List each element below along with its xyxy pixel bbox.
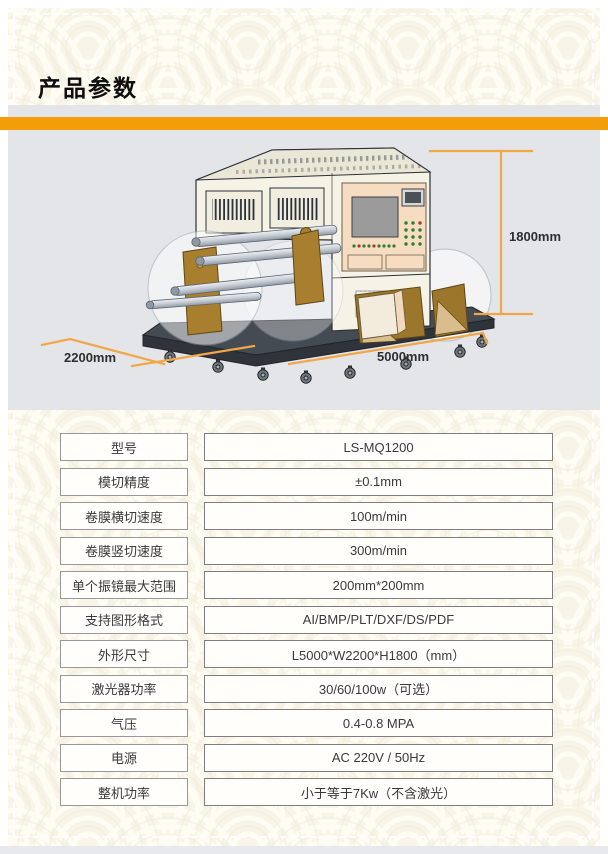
spec-row: 气压 0.4-0.8 MPA bbox=[60, 709, 553, 737]
spec-value: 100m/min bbox=[204, 502, 553, 530]
spec-label: 卷膜竖切速度 bbox=[60, 536, 188, 565]
spec-value: 0.4-0.8 MPA bbox=[204, 709, 553, 737]
spec-value: 小于等于7Kw（不含激光） bbox=[204, 778, 553, 806]
dimension-label-height: 1800mm bbox=[509, 229, 562, 244]
page-title: 产品参数 bbox=[38, 75, 138, 102]
spec-label: 模切精度 bbox=[60, 467, 188, 496]
spec-label: 单个振镜最大范围 bbox=[60, 571, 188, 599]
machine-illustration bbox=[40, 147, 534, 384]
spec-label: 支持图形格式 bbox=[60, 605, 188, 634]
spec-value: L5000*W2200*H1800（mm） bbox=[204, 640, 553, 668]
spec-row: 激光器功率 30/60/100w（可选） bbox=[60, 674, 553, 703]
spec-value: AI/BMP/PLT/DXF/DS/PDF bbox=[204, 605, 553, 634]
spec-row: 支持图形格式 AI/BMP/PLT/DXF/DS/PDF bbox=[60, 605, 553, 634]
dimension-label-length: 5000mm bbox=[377, 349, 430, 364]
spec-label: 电源 bbox=[60, 743, 188, 772]
spec-label: 卷膜横切速度 bbox=[60, 502, 188, 530]
machine-diagram-panel bbox=[8, 105, 600, 410]
spec-row: 模切精度 ±0.1mm bbox=[60, 467, 553, 496]
spec-row: 电源 AC 220V / 50Hz bbox=[60, 743, 553, 772]
spec-value: AC 220V / 50Hz bbox=[204, 743, 553, 772]
spec-row: 整机功率 小于等于7Kw（不含激光） bbox=[60, 778, 553, 806]
spec-value: 300m/min bbox=[204, 536, 553, 565]
spec-value: 30/60/100w（可选） bbox=[204, 674, 553, 703]
spec-label: 整机功率 bbox=[60, 778, 188, 806]
support-arms bbox=[291, 227, 469, 344]
control-panel bbox=[341, 182, 427, 272]
accent-bar bbox=[0, 117, 608, 130]
spec-label: 外形尺寸 bbox=[60, 640, 188, 668]
spec-label: 气压 bbox=[60, 709, 188, 737]
spec-label: 激光器功率 bbox=[60, 674, 188, 703]
spec-value: LS-MQ1200 bbox=[204, 433, 553, 461]
spec-row: 型号 LS-MQ1200 bbox=[60, 433, 553, 461]
spec-value: ±0.1mm bbox=[204, 467, 553, 496]
spec-row: 单个振镜最大范围 200mm*200mm bbox=[60, 571, 553, 599]
bottom-strip-decor bbox=[0, 846, 608, 854]
spec-row: 卷膜横切速度 100m/min bbox=[60, 502, 553, 530]
spec-table: 型号 LS-MQ1200 模切精度 ±0.1mm 卷膜横切速度 100m/min… bbox=[60, 433, 553, 806]
spec-row: 外形尺寸 L5000*W2200*H1800（mm） bbox=[60, 640, 553, 668]
spec-row: 卷膜竖切速度 300m/min bbox=[60, 536, 553, 565]
dimension-lines bbox=[40, 149, 534, 368]
spec-value: 200mm*200mm bbox=[204, 571, 553, 599]
dimension-label-width: 2200mm bbox=[64, 350, 117, 365]
spec-label: 型号 bbox=[60, 433, 188, 461]
